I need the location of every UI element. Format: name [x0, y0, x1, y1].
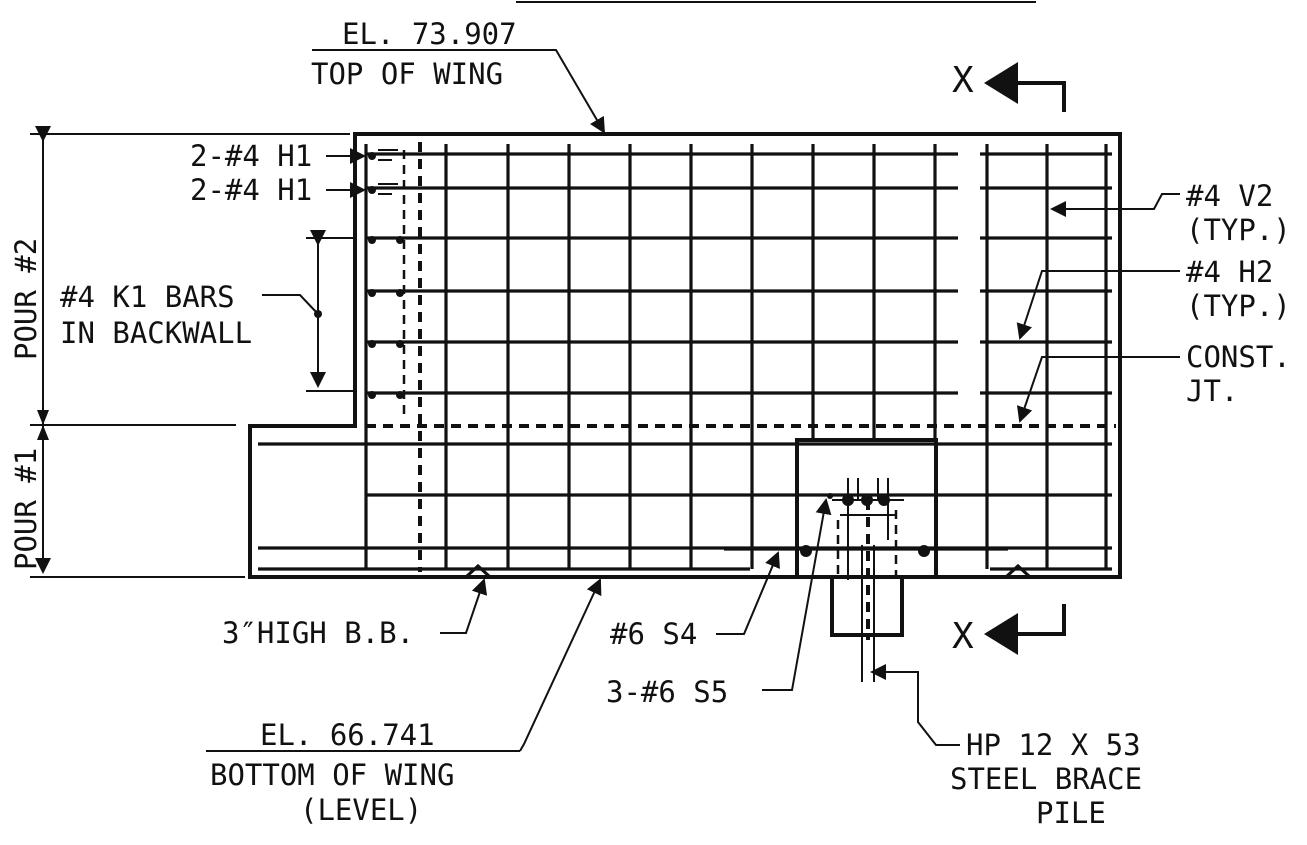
horizontal-bars	[258, 152, 1112, 571]
v2-label: #4 V2	[1186, 179, 1273, 213]
const-joint-leader	[1016, 356, 1180, 423]
pour-1-label: POUR #1	[9, 448, 43, 570]
bearing-block-left	[464, 563, 492, 579]
top-of-wing-label: TOP OF WING	[311, 57, 503, 91]
vertical-bars	[364, 144, 1108, 569]
k1-bar-dots	[368, 152, 404, 399]
bearing-block-leader	[440, 578, 488, 634]
h1-hooks	[378, 149, 398, 195]
h1-lower-label: 2-#4 H1	[190, 173, 312, 207]
bottom-elevation-label: EL. 66.741	[260, 718, 435, 752]
section-mark-bottom-label: X	[952, 616, 974, 657]
level-label: (LEVEL)	[300, 793, 422, 827]
h1-upper-label: 2-#4 H1	[190, 139, 312, 173]
section-mark-top-label: X	[952, 60, 974, 101]
const-label: CONST.	[1186, 340, 1291, 374]
k1-backwall-label: IN BACKWALL	[60, 316, 252, 350]
s4-bar-dot-right	[918, 545, 930, 557]
s5-bar-dots	[827, 493, 890, 506]
pour-2-label: POUR #2	[9, 238, 43, 360]
h2-leader	[1016, 270, 1180, 340]
s4-bar-dot-left	[800, 545, 812, 557]
h2-label: #4 H2	[1186, 255, 1273, 289]
top-elevation-label: EL. 73.907	[342, 17, 517, 51]
pour-dim-mid-arrows	[37, 410, 49, 440]
steel-pile	[830, 478, 904, 682]
s4-leader	[716, 551, 780, 635]
bottom-of-wing-leader	[519, 578, 602, 752]
bearing-block-label: 3″HIGH B.B.	[222, 616, 414, 650]
v2-leader	[1050, 193, 1180, 217]
k1-leader	[262, 294, 319, 315]
pile-label-line2: STEEL BRACE	[950, 762, 1142, 796]
pile-opening-outline	[795, 438, 938, 575]
wing-wall-outline	[248, 132, 1122, 579]
s4-label: #6 S4	[610, 617, 697, 651]
s5-leader	[762, 498, 832, 691]
k1-bars-label: #4 K1 BARS	[60, 280, 235, 314]
section-mark-bottom: X	[952, 604, 1066, 657]
jt-label: JT.	[1186, 374, 1238, 408]
s5-label: 3-#6 S5	[606, 675, 728, 709]
section-mark-top: X	[952, 60, 1066, 112]
bearing-block-right	[1004, 563, 1032, 579]
bottom-of-wing-label: BOTTOM OF WING	[210, 758, 454, 792]
v2-typ-label: (TYP.)	[1186, 213, 1291, 247]
pile-leader	[870, 664, 960, 746]
pile-label-line3: PILE	[1036, 796, 1106, 830]
h2-typ-label: (TYP.)	[1186, 289, 1291, 323]
top-of-wing-leader	[518, 49, 606, 134]
pile-label-line1: HP 12 X 53	[966, 728, 1141, 762]
